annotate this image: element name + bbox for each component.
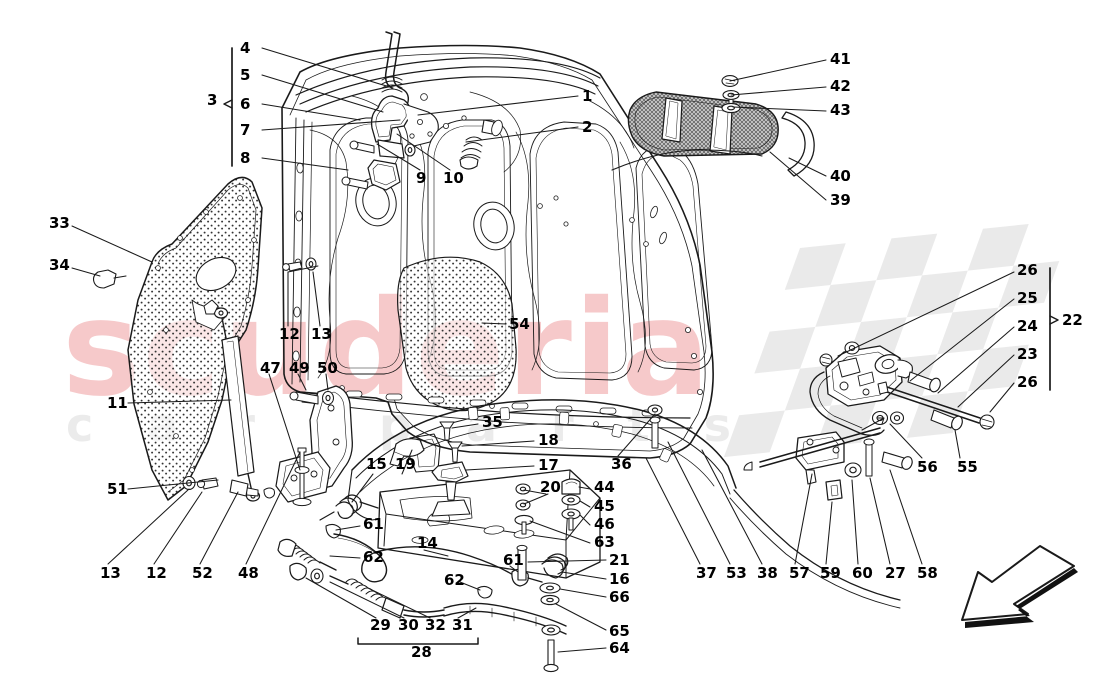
callout-65[interactable]: 65 (609, 622, 630, 640)
callout-45[interactable]: 45 (594, 497, 615, 515)
hinge-assembly (341, 31, 439, 191)
callout-36[interactable]: 36 (611, 455, 632, 473)
cable-bracket-assembly (743, 427, 913, 501)
callout-33[interactable]: 33 (49, 214, 70, 232)
callout-62-left[interactable]: 62 (363, 548, 384, 566)
callout-14[interactable]: 14 (417, 534, 438, 552)
callout-46[interactable]: 46 (594, 515, 615, 533)
callout-5[interactable]: 5 (240, 66, 251, 84)
callout-26-bottom[interactable]: 26 (1017, 373, 1038, 391)
lock-assembly (809, 341, 995, 436)
callout-61-right[interactable]: 61 (503, 551, 524, 569)
callout-66[interactable]: 66 (609, 588, 630, 606)
bracket-bolt-washer (289, 391, 334, 405)
callout-40[interactable]: 40 (830, 167, 851, 185)
callout-24[interactable]: 24 (1017, 317, 1038, 335)
callout-20[interactable]: 20 (540, 478, 561, 496)
callout-58[interactable]: 58 (917, 564, 938, 582)
callout-34[interactable]: 34 (49, 256, 70, 274)
callout-25[interactable]: 25 (1017, 289, 1038, 307)
callout-32[interactable]: 32 (425, 616, 446, 634)
callout-61-left[interactable]: 61 (363, 515, 384, 533)
rubber-bump-stop (459, 119, 503, 170)
callout-13-top[interactable]: 13 (311, 325, 332, 343)
callout-62-right[interactable]: 62 (444, 571, 465, 589)
callout-9[interactable]: 9 (416, 169, 427, 187)
callout-51[interactable]: 51 (107, 480, 128, 498)
callout-7[interactable]: 7 (240, 121, 251, 139)
callout-49[interactable]: 49 (289, 359, 310, 377)
callout-57[interactable]: 57 (789, 564, 810, 582)
callout-30[interactable]: 30 (398, 616, 419, 634)
callout-44[interactable]: 44 (594, 478, 615, 496)
lower-lock-plate (277, 404, 663, 673)
insulation-pad (127, 176, 263, 501)
callout-19[interactable]: 19 (395, 455, 416, 473)
callout-41[interactable]: 41 (830, 50, 851, 68)
pad-clip (92, 269, 127, 289)
callout-52[interactable]: 52 (192, 564, 213, 582)
callout-37[interactable]: 37 (696, 564, 717, 582)
callout-12-bottom[interactable]: 12 (146, 564, 167, 582)
callout-22[interactable]: 22 (1062, 311, 1083, 329)
mesh-grille (611, 75, 815, 177)
callout-3[interactable]: 3 (207, 91, 218, 109)
callout-23[interactable]: 23 (1017, 345, 1038, 363)
callout-39[interactable]: 39 (830, 191, 851, 209)
callout-1[interactable]: 1 (582, 87, 593, 105)
callout-63[interactable]: 63 (594, 533, 615, 551)
callout-42[interactable]: 42 (830, 77, 851, 95)
callout-13-bottom[interactable]: 13 (100, 564, 121, 582)
callout-26-top[interactable]: 26 (1017, 261, 1038, 279)
callout-leaders (71, 47, 1059, 653)
callout-28[interactable]: 28 (411, 643, 432, 661)
callout-54[interactable]: 54 (509, 315, 530, 333)
callout-50[interactable]: 50 (317, 359, 338, 377)
callout-43[interactable]: 43 (830, 101, 851, 119)
callout-4[interactable]: 4 (240, 39, 251, 57)
callout-38[interactable]: 38 (757, 564, 778, 582)
callout-56[interactable]: 56 (917, 458, 938, 476)
callout-47[interactable]: 47 (260, 359, 281, 377)
callout-35[interactable]: 35 (482, 413, 503, 431)
hinge-plate (275, 385, 353, 507)
strut-lower-hardware (182, 475, 275, 499)
direction-arrow (961, 545, 1078, 628)
callout-29[interactable]: 29 (370, 616, 391, 634)
callout-12-top[interactable]: 12 (279, 325, 300, 343)
callout-59[interactable]: 59 (820, 564, 841, 582)
callout-55[interactable]: 55 (957, 458, 978, 476)
callout-18[interactable]: 18 (538, 431, 559, 449)
callout-16[interactable]: 16 (609, 570, 630, 588)
callout-31[interactable]: 31 (452, 616, 473, 634)
callout-53[interactable]: 53 (726, 564, 747, 582)
callout-6[interactable]: 6 (240, 95, 251, 113)
callout-27[interactable]: 27 (885, 564, 906, 582)
strut-ball-stud-upper (282, 257, 317, 272)
callout-11[interactable]: 11 (107, 394, 128, 412)
callout-60[interactable]: 60 (852, 564, 873, 582)
callout-8[interactable]: 8 (240, 149, 251, 167)
callout-15[interactable]: 15 (366, 455, 387, 473)
callout-17[interactable]: 17 (538, 456, 559, 474)
sound-pad (397, 256, 517, 412)
callout-64[interactable]: 64 (609, 639, 630, 657)
callout-10[interactable]: 10 (443, 169, 464, 187)
callout-2[interactable]: 2 (582, 118, 593, 136)
callout-21[interactable]: 21 (609, 551, 630, 569)
callout-48[interactable]: 48 (238, 564, 259, 582)
